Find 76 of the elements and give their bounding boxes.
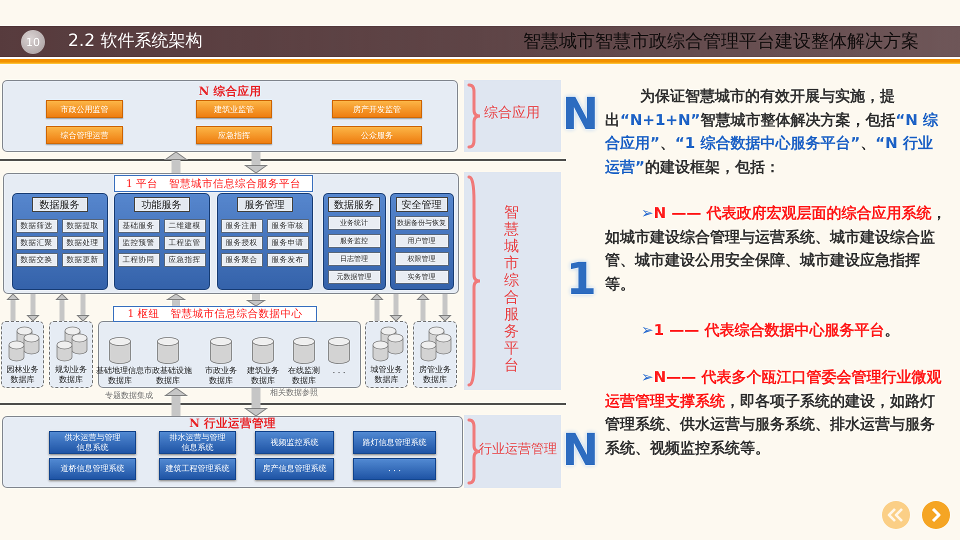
- module-box: 房产开发监管: [332, 100, 422, 118]
- database-label: . . .: [332, 366, 346, 376]
- arrow: [247, 294, 265, 306]
- label-band: [464, 415, 561, 488]
- database-label: 房管业务数据库: [419, 365, 451, 385]
- big-letter: N: [562, 429, 599, 473]
- service-column: [114, 193, 210, 290]
- database-label: 规划业务数据库: [55, 365, 87, 385]
- panel-heading: 1 枢纽 智慧城市信息综合数据中心: [113, 306, 317, 322]
- column-heading: 服务管理: [236, 197, 292, 212]
- layer-panel: [2, 416, 463, 488]
- arrow: [390, 294, 402, 322]
- system-box: 道桥信息管理系统: [49, 458, 136, 480]
- system-box: 路灯信息管理系统: [353, 431, 436, 454]
- database-label: 建筑业务数据库: [247, 366, 279, 386]
- service-column: [390, 193, 454, 290]
- system-box: 供水运营与管理信息系统: [49, 431, 136, 454]
- body-text: ➢N —— 代表政府宏观层面的综合应用系统，如城市建设综合管理与运营系统、城市建设综合监管、城市建设公用安全保障、城市建设应急指挥等。: [605, 203, 947, 294]
- column-heading: 安全管理: [396, 197, 448, 212]
- module-box: 市政公用监管: [46, 100, 123, 118]
- database-group: [365, 321, 408, 388]
- body-text: ➢1 —— 代表综合数据中心服务平台。: [640, 320, 900, 341]
- column-heading: 数据服务: [32, 197, 88, 212]
- arrow: [245, 388, 267, 416]
- system-box: 建筑工程管理系统: [159, 458, 236, 480]
- band-label: 综合应用: [484, 106, 540, 120]
- arrow: [167, 294, 185, 306]
- arrow: [245, 152, 267, 174]
- database-label: 市政基础设施数据库: [144, 366, 192, 386]
- big-letter: N: [562, 93, 599, 137]
- service-column: [323, 193, 386, 290]
- module-box: 建筑业监管: [196, 100, 272, 118]
- column-heading: 功能服务: [134, 197, 190, 212]
- arrow: [77, 294, 89, 322]
- platform-panel: [3, 173, 459, 294]
- module-box: 综合管理运营: [46, 126, 123, 144]
- database-label: 在线监测数据库: [288, 366, 320, 386]
- arrow: [27, 294, 39, 322]
- arrow: [56, 294, 68, 321]
- band-label: 行业运营管理: [479, 443, 557, 456]
- panel-title: N 综合应用: [198, 85, 262, 97]
- module-box: 公众服务: [332, 126, 422, 144]
- edge-label: 相关数据参照: [269, 388, 319, 398]
- big-letter: 1: [566, 258, 597, 302]
- service-column: [12, 193, 108, 290]
- database-group: [1, 321, 44, 388]
- database-group: [49, 321, 93, 388]
- database-group: [413, 321, 457, 388]
- module-box: 应急指挥: [196, 126, 272, 144]
- arrow: [371, 294, 383, 321]
- header-text: 智慧城市智慧市政综合管理平台建设整体解决方案: [523, 31, 919, 53]
- arrow: [165, 152, 187, 173]
- body-text: 为保证智慧城市的有效开展与实施，提出“N+1+N”智慧城市整体解决方案，包括“N 综合应用”、“1 综合数据中心服务平台”、“N 行业运营”的建设框架，包括：: [605, 86, 940, 178]
- arrow: [417, 294, 429, 321]
- band-label: 智慧城市综合服务平台: [504, 204, 519, 374]
- database-label: 基础地理信息数据库: [96, 366, 144, 386]
- body-text: ➢N—— 代表多个瓯江口管委会管理行业微观运营管理支撑系统，即各项子系统的建设，如路灯管理系统、供水运营与服务系统、排水运营与服务系统、视频监控系统等。: [605, 367, 942, 458]
- service-column: [217, 193, 313, 290]
- arrow: [7, 294, 19, 321]
- system-box: 视频监控系统: [255, 431, 334, 454]
- label-band: [464, 80, 561, 152]
- arrow: [165, 388, 187, 416]
- arrow: [439, 294, 451, 322]
- edge-label: 专题数据集成: [104, 391, 154, 401]
- database-label: 城管业务数据库: [370, 365, 402, 385]
- label-band: [464, 172, 561, 390]
- column-heading: 数据服务: [328, 197, 380, 212]
- layer-panel: [2, 80, 458, 152]
- slide-title: 2.2 软件系统架构: [68, 31, 202, 51]
- database-label: 市政业务数据库: [205, 366, 237, 386]
- database-label: 园林业务数据库: [6, 365, 38, 385]
- system-box: . . .: [353, 458, 436, 480]
- panel-heading: 1 平台 智慧城市信息综合服务平台: [114, 175, 313, 192]
- panel-title: N 行业运营管理: [189, 417, 276, 429]
- system-box: 排水运营与管理信息系统: [159, 431, 236, 454]
- system-box: 房产信息管理系统: [255, 458, 334, 480]
